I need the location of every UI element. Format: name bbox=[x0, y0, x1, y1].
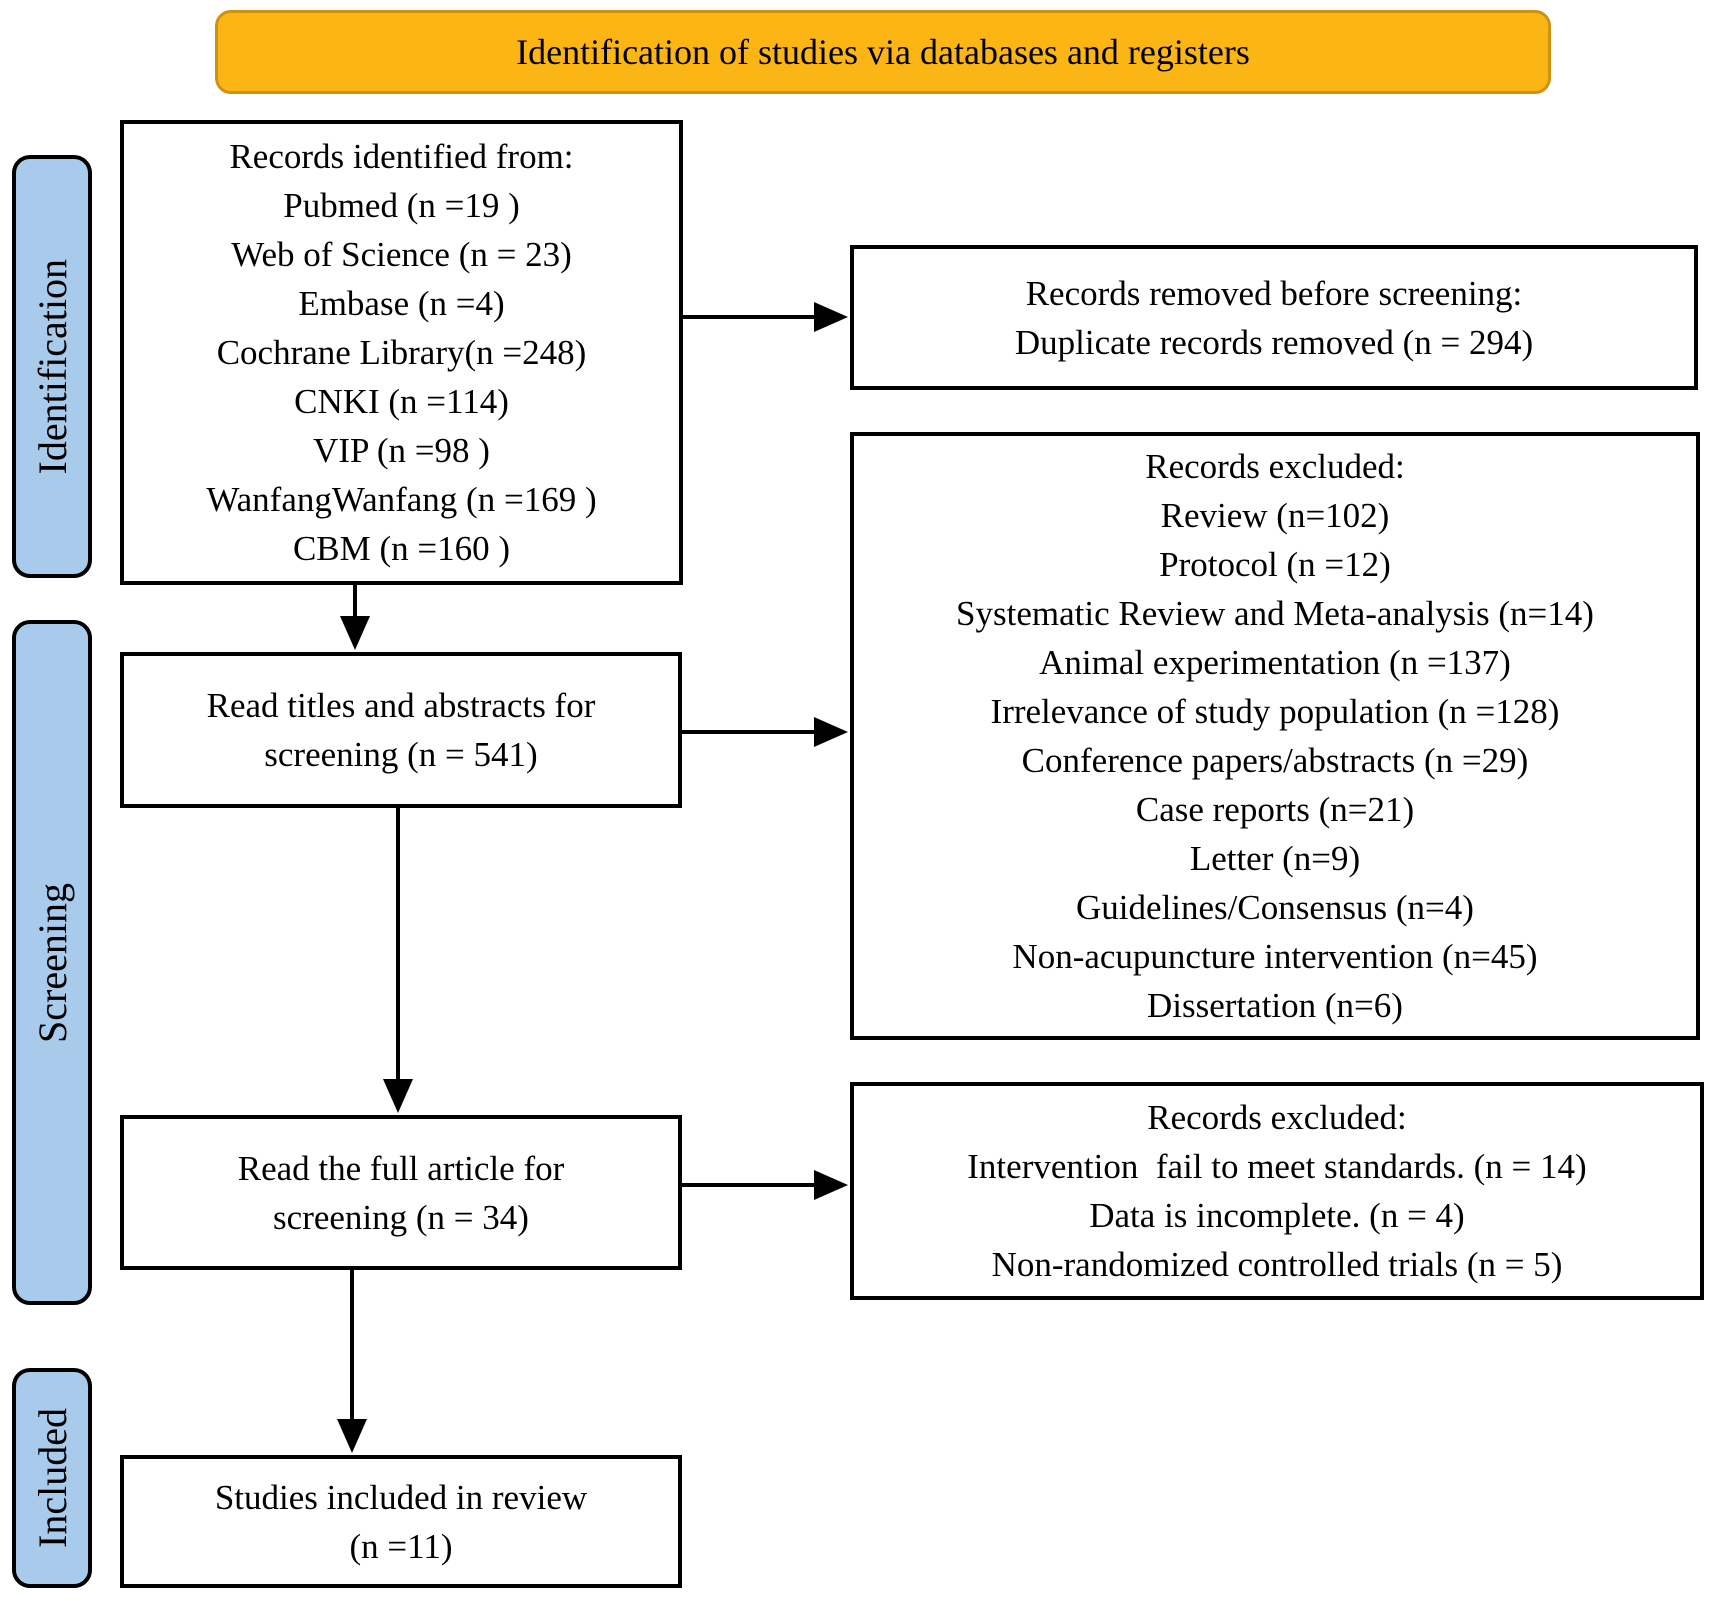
stage-label-screening: Screening bbox=[12, 620, 92, 1305]
banner: Identification of studies via databases … bbox=[215, 10, 1551, 94]
box-records-removed-text: Records removed before screening: Duplic… bbox=[1014, 273, 1534, 362]
box-studies-included: Studies included in review (n =11) bbox=[120, 1455, 682, 1588]
box-read-full-article: Read the full article for screening (n =… bbox=[120, 1115, 682, 1270]
box-records-identified-text: Records identified from: Pubmed (n =19 )… bbox=[206, 137, 597, 568]
arrow-identified-to-removed-icon bbox=[683, 302, 848, 332]
arrow-titles-to-fullarticle-icon bbox=[383, 808, 413, 1113]
stage-screening-text: Screening bbox=[29, 882, 75, 1043]
stage-label-identification: Identification bbox=[12, 155, 92, 578]
arrow-fullarticle-to-excluded-icon bbox=[682, 1170, 848, 1200]
stage-included-text: Included bbox=[29, 1408, 75, 1548]
arrow-titles-to-excluded-icon bbox=[680, 717, 848, 747]
box-records-identified: Records identified from: Pubmed (n =19 )… bbox=[120, 120, 683, 585]
box-read-titles-abstracts: Read titles and abstracts for screening … bbox=[120, 652, 682, 808]
box-read-full-article-text: Read the full article for screening (n =… bbox=[237, 1148, 565, 1237]
arrow-fullarticle-to-included-icon bbox=[337, 1270, 367, 1453]
box-records-excluded-screening-text: Records excluded: Review (n=102) Protoco… bbox=[956, 447, 1594, 1025]
box-records-excluded-fulltext: Records excluded: Intervention fail to m… bbox=[850, 1082, 1704, 1300]
box-records-removed: Records removed before screening: Duplic… bbox=[850, 245, 1698, 390]
banner-label: Identification of studies via databases … bbox=[516, 32, 1250, 72]
stage-identification-text: Identification bbox=[29, 258, 75, 475]
box-studies-included-text: Studies included in review (n =11) bbox=[214, 1477, 588, 1566]
box-read-titles-abstracts-text: Read titles and abstracts for screening … bbox=[206, 686, 596, 774]
box-records-excluded-screening: Records excluded: Review (n=102) Protoco… bbox=[850, 432, 1700, 1040]
box-records-excluded-fulltext-text: Records excluded: Intervention fail to m… bbox=[967, 1098, 1587, 1284]
stage-label-included: Included bbox=[12, 1368, 92, 1588]
arrow-identified-to-titles-icon bbox=[340, 585, 370, 650]
